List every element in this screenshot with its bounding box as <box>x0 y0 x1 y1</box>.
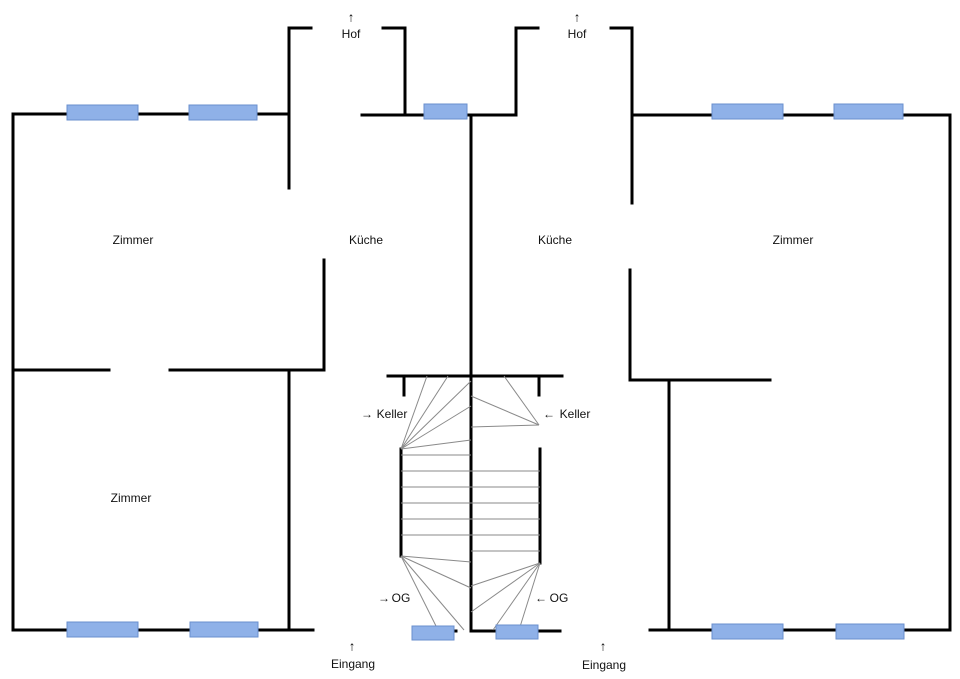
stair-winder <box>400 555 472 589</box>
stair-winder <box>470 562 541 613</box>
window <box>833 103 904 120</box>
cellar-label-left: Keller <box>376 407 408 421</box>
stair-winder <box>470 424 540 428</box>
stair-winder <box>492 562 541 631</box>
stair-winder <box>400 555 465 631</box>
room-label-left-lower: Zimmer <box>110 491 152 505</box>
courtyard-label-left: Hof <box>341 27 361 41</box>
stair-winder <box>400 375 449 450</box>
arrow-up-icon: ↑ <box>347 9 355 25</box>
courtyard-label-right: Hof <box>567 27 587 41</box>
kitchen-label-right: Küche <box>537 233 573 247</box>
room-label-left-upper: Zimmer <box>112 233 154 247</box>
stair-winder <box>400 405 472 450</box>
stair-winder <box>470 562 541 587</box>
window <box>835 623 905 640</box>
arrow-up-icon: ↑ <box>348 638 356 654</box>
window <box>711 623 784 640</box>
arrow-up-icon: ↑ <box>573 9 581 25</box>
entrance-label-left: Eingang <box>330 657 376 671</box>
staircase <box>400 375 541 631</box>
window <box>423 103 468 120</box>
upper-floor-label-left: OG <box>391 591 411 605</box>
window <box>189 621 259 638</box>
kitchen-label-left: Küche <box>348 233 384 247</box>
window <box>66 621 139 638</box>
window <box>495 624 539 640</box>
room-label-right: Zimmer <box>772 233 814 247</box>
upper-floor-label-right: OG <box>549 591 569 605</box>
stair-winder <box>400 555 472 563</box>
stair-winder <box>518 562 541 631</box>
arrow-left-icon: ← <box>543 407 555 421</box>
arrow-right-icon: → <box>361 407 373 421</box>
cellar-label-right: Keller <box>559 407 591 421</box>
windows <box>66 103 905 641</box>
walls <box>11 26 952 633</box>
window <box>711 103 784 120</box>
stair-winder <box>400 439 472 450</box>
stair-winder <box>503 375 540 426</box>
stair-winder <box>400 375 428 450</box>
arrow-left-icon: ← <box>535 591 547 605</box>
arrow-up-icon: ↑ <box>599 638 607 654</box>
stair-winder <box>400 380 472 450</box>
window <box>411 625 455 641</box>
stair-winder <box>400 555 439 631</box>
window <box>66 104 139 121</box>
stair-winder <box>470 395 540 426</box>
window <box>188 104 258 121</box>
arrow-right-icon: → <box>378 591 390 605</box>
entrance-label-right: Eingang <box>581 658 627 672</box>
